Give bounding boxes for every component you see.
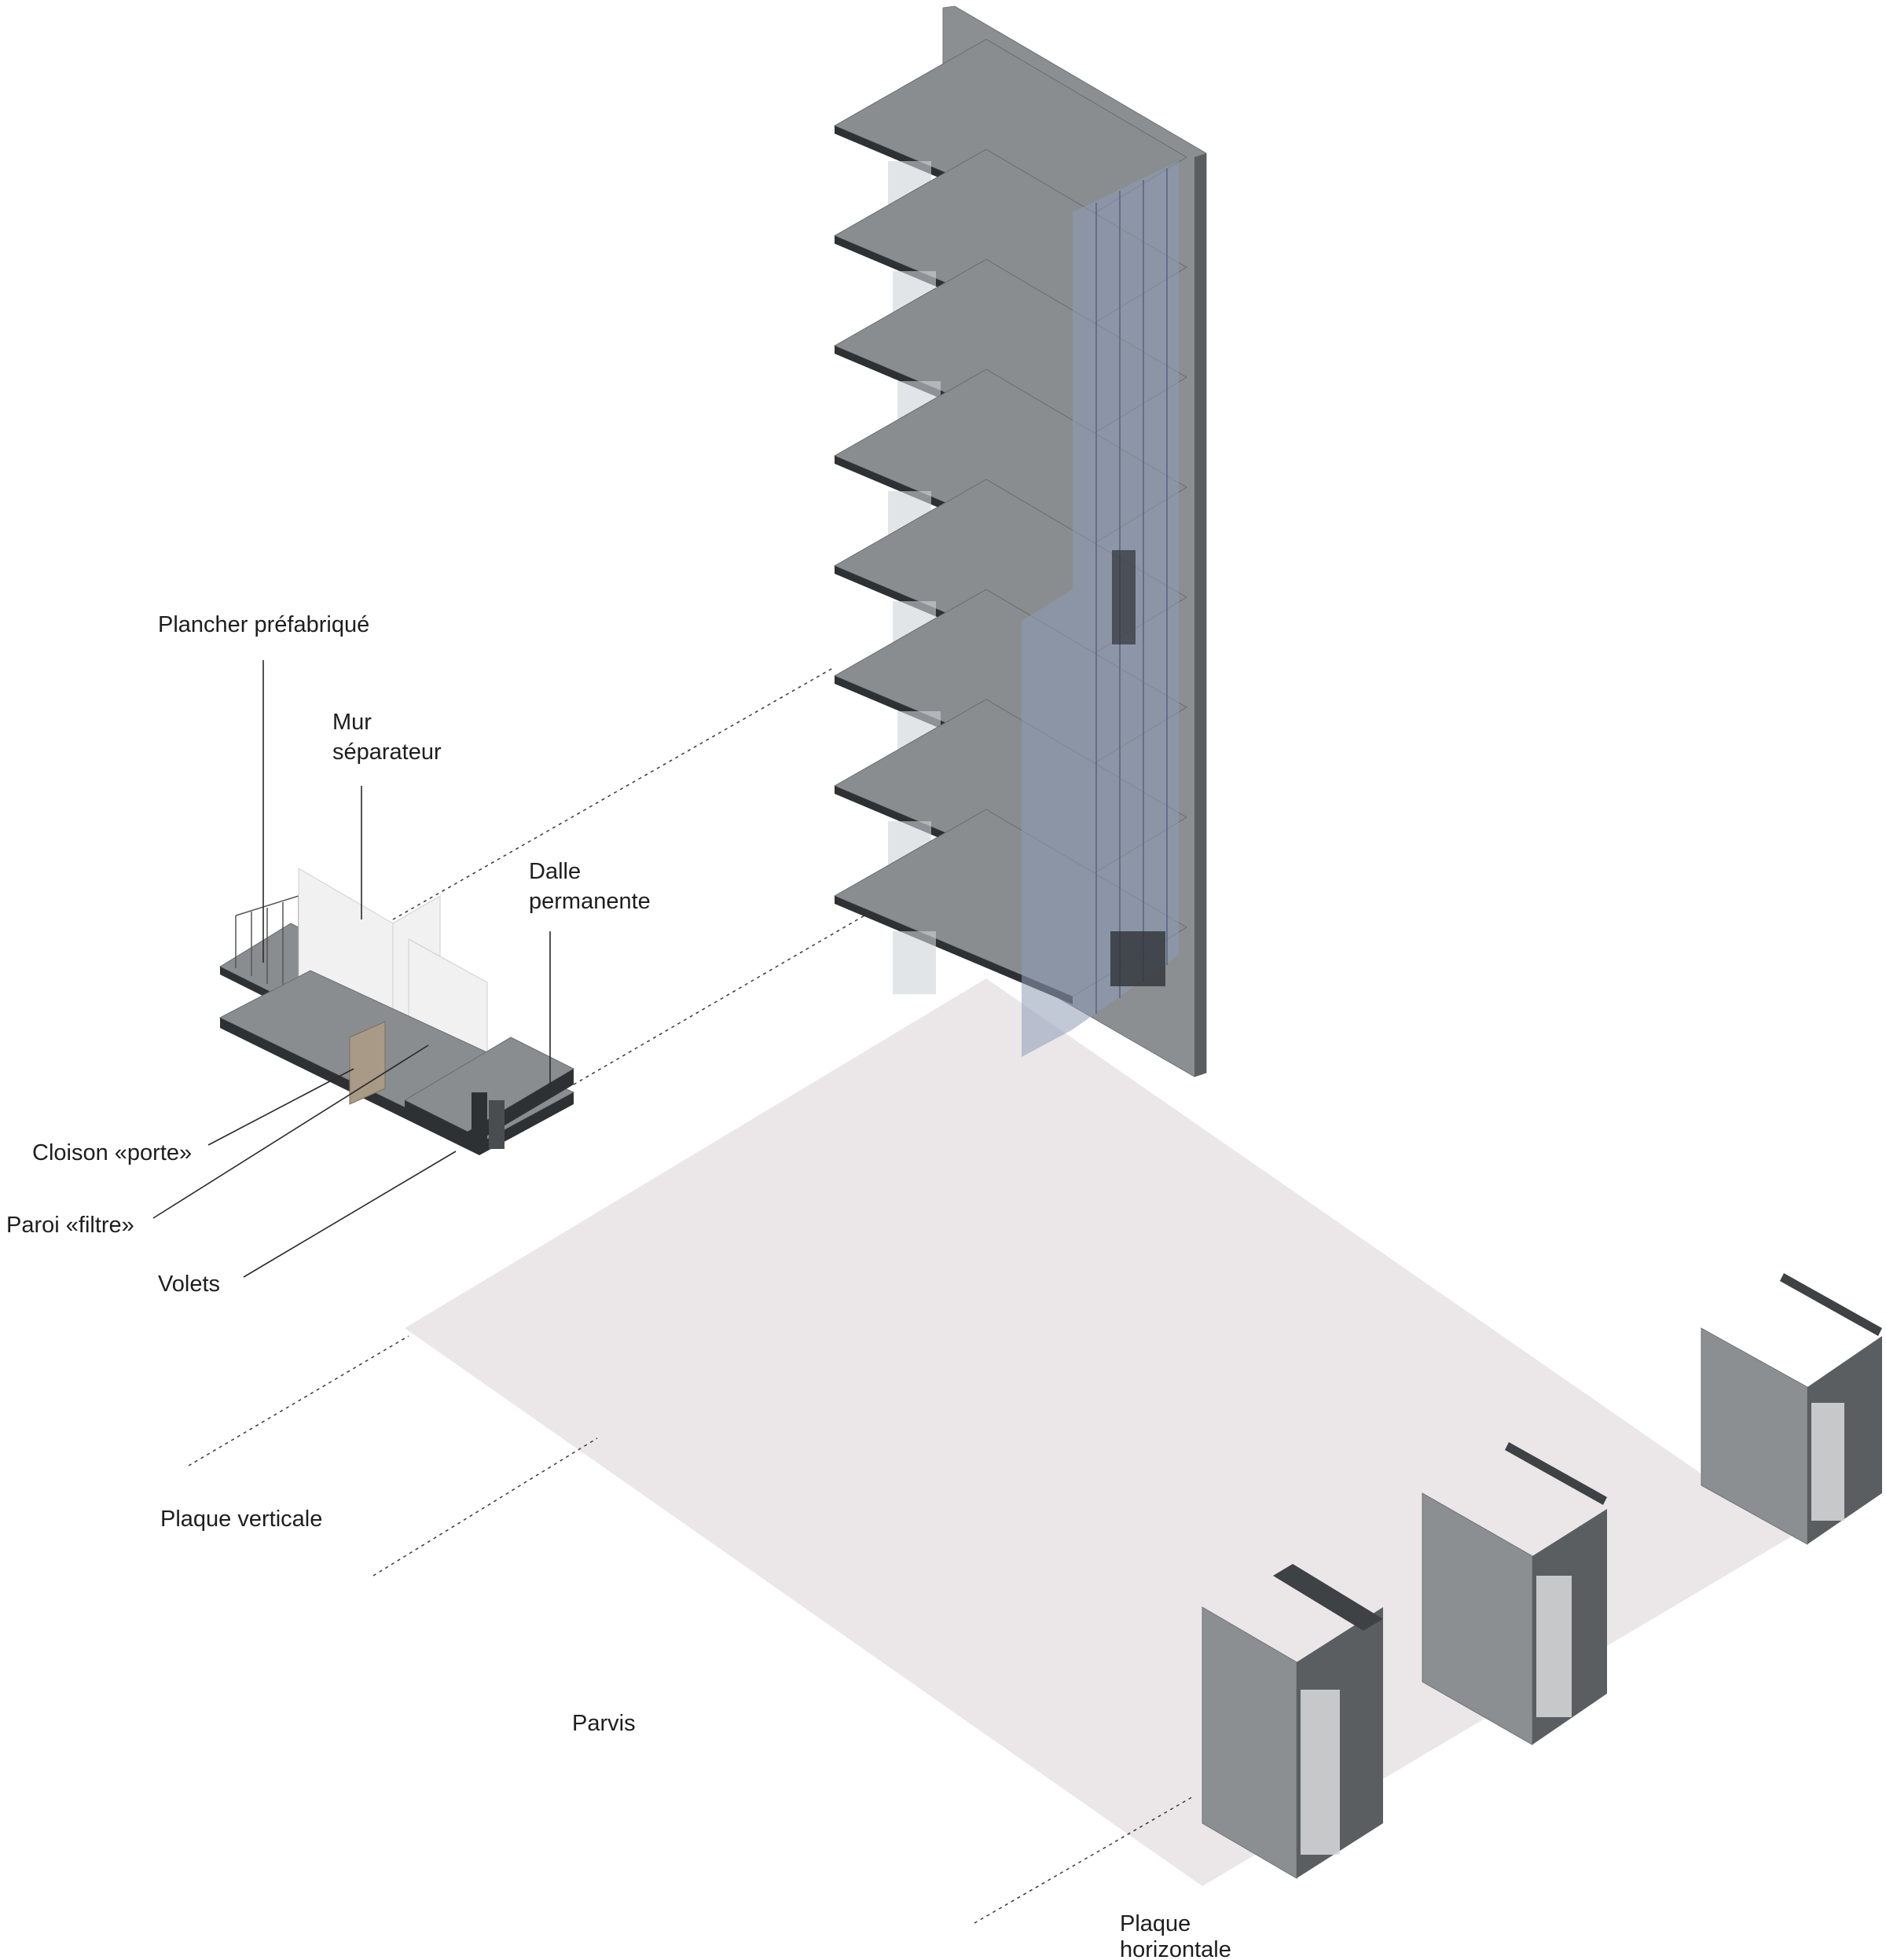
tower-slab-edge [835,896,1073,1004]
vertical-plate-module-2 [1422,1442,1607,1745]
label-plaque-horizontale-line2: horizontale [1120,1937,1231,1960]
label-plaque-verticale: Plaque verticale [160,1507,322,1532]
tower-slabs [833,39,1187,1004]
label-paroi-filtre: Paroi «filtre» [6,1213,134,1238]
tower [833,6,1207,1077]
label-dalle-line1: Dalle [529,859,581,884]
label-parvis: Parvis [572,1711,636,1736]
label-dalle-line2: permanente [529,889,651,914]
vertical-plate-module-1 [1202,1564,1383,1879]
parvis-plane [405,978,1792,1886]
apartment-module [218,868,575,1155]
label-mur-line2: séparateur [332,740,442,765]
label-plancher-prefabrique: Plancher préfabriqué [158,612,369,637]
tower-glass-facade [1022,161,1179,1057]
label-volets: Volets [158,1272,220,1297]
labels: Plancher préfabriqué Mur séparateur Dall… [6,612,1231,1960]
label-mur-line1: Mur [332,710,372,735]
dashed-lines [188,667,1195,1924]
label-cloison-porte: Cloison «porte» [32,1140,192,1165]
leader-lines [152,660,551,1278]
tower-window [893,931,936,994]
label-plaque-horizontale-line1: Plaque [1120,1911,1191,1936]
vertical-plate-module-3 [1701,1273,1882,1545]
